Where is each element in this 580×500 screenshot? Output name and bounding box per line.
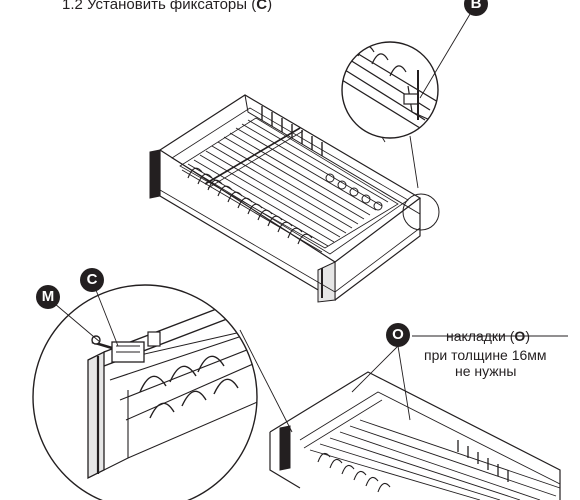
step-close: ) [267,0,273,13]
note-line-1-prefix: накладки ( [446,328,515,344]
note-line-1: накладки (O) [446,328,530,344]
callout-m: M [36,285,60,309]
callout-o: O [386,323,410,347]
detail-circle-b [341,3,477,231]
step-title: 1.2 Установить фиксаторы (C) [62,0,272,14]
step-part-code: C [256,0,268,13]
bottom-basket [269,335,568,500]
callout-b: B [464,0,488,16]
note-line-1-suffix: ) [525,328,530,344]
step-text: Установить фиксаторы ( [87,0,257,13]
note-line-1-code: O [514,328,526,344]
step-number: 1.2 [62,0,83,13]
note-line-2: при толщине 16мм [424,347,547,363]
note-line-3: не нужны [455,363,517,379]
detail-circle-mc [32,279,293,500]
callout-c: C [80,268,104,292]
